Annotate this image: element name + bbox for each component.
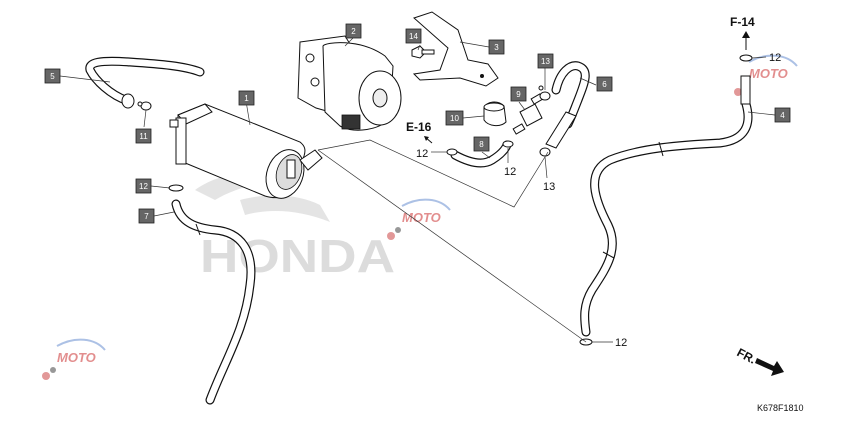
svg-text:10: 10 — [450, 114, 459, 123]
callout-8[interactable]: 8 — [473, 136, 490, 152]
callout-12[interactable]: 12 — [135, 178, 152, 194]
part-11-clip[interactable] — [137, 101, 152, 111]
part-14-bolt[interactable] — [411, 45, 435, 59]
svg-text:FR.: FR. — [735, 345, 759, 366]
label-12-f14: 12 — [769, 52, 781, 64]
callout-3[interactable]: 3 — [488, 39, 505, 55]
part-12-clamp-left[interactable] — [168, 184, 184, 192]
svg-text:13: 13 — [541, 57, 550, 66]
svg-text:3: 3 — [494, 43, 499, 52]
part-12-clamp-e16[interactable] — [446, 148, 458, 156]
callout-14[interactable]: 14 — [405, 28, 422, 44]
svg-text:E-16: E-16 — [406, 120, 432, 134]
reference-front-arrow: FR. — [735, 345, 784, 376]
callout-1[interactable]: 1 — [238, 90, 255, 106]
svg-text:12: 12 — [139, 182, 148, 191]
callout-4[interactable]: 4 — [774, 107, 791, 123]
callout-7[interactable]: 7 — [138, 208, 155, 224]
hose-end-fitting — [740, 75, 751, 105]
routing-lines — [317, 139, 587, 343]
canister-mount — [341, 114, 361, 130]
moto-watermark-text: MOTO — [749, 66, 788, 81]
svg-text:2: 2 — [351, 27, 356, 36]
callout-6[interactable]: 6 — [596, 76, 613, 92]
svg-text:F-14: F-14 — [730, 15, 755, 29]
part-12-clamp-f14[interactable] — [739, 54, 753, 62]
part-13-clip-lower[interactable] — [539, 147, 551, 157]
label-13-lower: 13 — [543, 181, 555, 193]
part-7-hose[interactable] — [171, 199, 256, 405]
reference-f14[interactable]: F-14 — [730, 15, 755, 50]
part-5-hose[interactable] — [85, 56, 205, 109]
canister-nozzle — [299, 149, 323, 171]
diagram-code: K678F1810 — [757, 403, 804, 413]
svg-text:8: 8 — [479, 140, 484, 149]
svg-text:1: 1 — [244, 94, 249, 103]
moto-watermark-3: MOTO — [734, 54, 798, 96]
part-4-long-hose[interactable] — [580, 75, 753, 337]
part-2-filter-canister[interactable] — [297, 35, 402, 131]
part-10-cap[interactable] — [483, 101, 507, 127]
part-6-hose[interactable] — [545, 61, 590, 149]
moto-watermark-text: MOTO — [402, 210, 441, 225]
callout-leaders — [59, 37, 776, 343]
callout-13[interactable]: 13 — [537, 53, 554, 69]
svg-text:11: 11 — [139, 132, 148, 141]
moto-watermark-text: MOTO — [57, 350, 96, 365]
callout-11[interactable]: 11 — [135, 128, 152, 144]
svg-text:4: 4 — [780, 111, 785, 120]
callout-9[interactable]: 9 — [510, 86, 527, 102]
svg-text:5: 5 — [50, 72, 55, 81]
hose-end — [121, 93, 135, 109]
callout-5[interactable]: 5 — [44, 68, 61, 84]
reference-e16[interactable]: E-16 — [406, 120, 433, 144]
part-8-short-hose[interactable] — [450, 140, 512, 168]
label-12-e16: 12 — [416, 148, 428, 160]
label-12-hose8: 12 — [504, 166, 516, 178]
svg-text:7: 7 — [144, 212, 149, 221]
callout-10[interactable]: 10 — [445, 110, 464, 126]
callout-2[interactable]: 2 — [345, 23, 362, 39]
svg-text:9: 9 — [516, 90, 521, 99]
moto-watermark-2: MOTO — [42, 338, 106, 380]
label-12-bottom: 12 — [615, 337, 627, 349]
canister-port — [286, 159, 296, 179]
part-1-canister[interactable] — [169, 103, 323, 204]
svg-text:6: 6 — [602, 80, 607, 89]
hose-sleeve — [545, 111, 577, 149]
part-13-clip-top[interactable] — [538, 85, 551, 101]
svg-text:14: 14 — [409, 32, 418, 41]
moto-watermark-1: MOTO — [387, 198, 451, 240]
part-12-clamp-hose8[interactable] — [502, 140, 514, 148]
part-3-bracket[interactable] — [412, 11, 499, 87]
